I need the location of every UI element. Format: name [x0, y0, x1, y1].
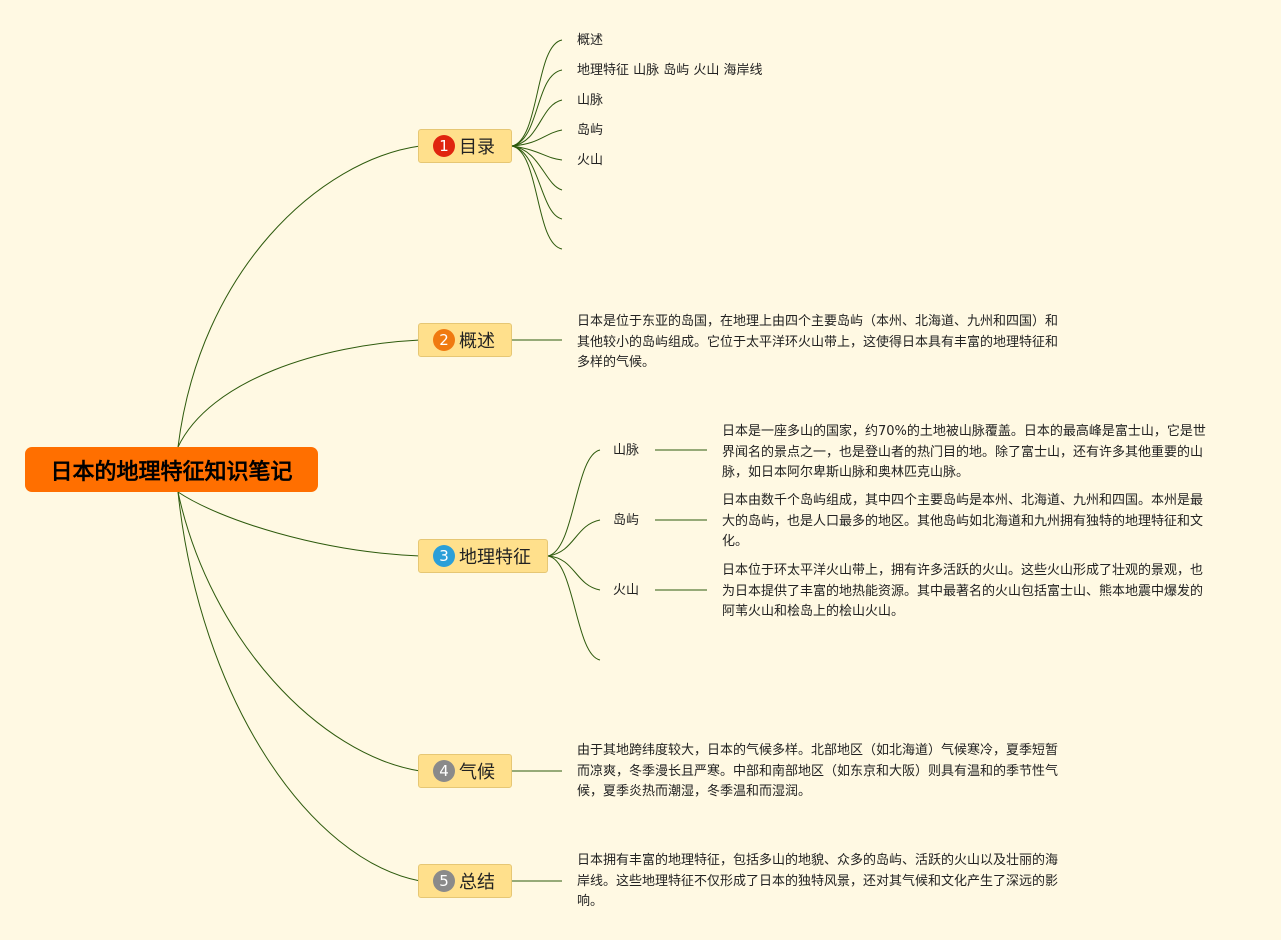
link-root-overview: [177, 339, 421, 448]
branch-overview[interactable]: 2 概述: [418, 323, 512, 357]
branch-label: 概述: [459, 331, 495, 352]
branch-toc[interactable]: 1 目录: [418, 129, 512, 163]
toc-item-mountains[interactable]: 山脉: [577, 93, 604, 108]
number-badge: 1: [433, 135, 455, 157]
branch-summary[interactable]: 5 总结: [418, 864, 512, 898]
feature-label-islands[interactable]: 岛屿: [613, 513, 640, 528]
link-root-toc: [177, 145, 421, 448]
root-topic[interactable]: 日本的地理特征知识笔记: [25, 447, 318, 492]
branch-climate[interactable]: 4 气候: [418, 754, 512, 788]
number-badge: 5: [433, 870, 455, 892]
feature-text-mountains[interactable]: 日本是一座多山的国家，约70%的土地被山脉覆盖。日本的最高峰是富士山，它是世界闻…: [722, 424, 1206, 480]
feature-text-islands[interactable]: 日本由数千个岛屿组成，其中四个主要岛屿是本州、北海道、九州和四国。本州是最大的岛…: [722, 493, 1204, 549]
branch-features[interactable]: 3 地理特征: [418, 539, 548, 573]
overview-text[interactable]: 日本是位于东亚的岛国，在地理上由四个主要岛屿（本州、北海道、九州和四国）和其他较…: [577, 314, 1059, 370]
branch-label: 地理特征: [459, 547, 531, 568]
number-badge: 4: [433, 760, 455, 782]
feature-text-volcanoes[interactable]: 日本位于环太平洋火山带上，拥有许多活跃的火山。这些火山形成了壮观的景观，也为日本…: [722, 563, 1204, 619]
branch-label: 目录: [459, 137, 495, 158]
number-badge: 3: [433, 545, 455, 567]
climate-text[interactable]: 由于其地跨纬度较大，日本的气候多样。北部地区（如北海道）气候寒冷，夏季短暂而凉爽…: [577, 743, 1059, 799]
branch-label: 气候: [459, 762, 495, 783]
feature-label-mountains[interactable]: 山脉: [613, 443, 640, 458]
toc-item-volcanoes[interactable]: 火山: [577, 153, 604, 168]
toc-item-islands[interactable]: 岛屿: [577, 123, 604, 138]
toc-item-features[interactable]: 地理特征 山脉 岛屿 火山 海岸线: [577, 63, 763, 78]
toc-item-overview[interactable]: 概述: [577, 33, 604, 48]
link-root-summary: [177, 491, 421, 882]
branch-label: 总结: [459, 872, 495, 893]
summary-text[interactable]: 日本拥有丰富的地理特征，包括多山的地貌、众多的岛屿、活跃的火山以及壮丽的海岸线。…: [577, 853, 1059, 909]
number-badge: 2: [433, 329, 455, 351]
feature-label-volcanoes[interactable]: 火山: [613, 583, 640, 598]
link-root-climate: [177, 491, 421, 772]
link-root-features: [177, 491, 421, 557]
